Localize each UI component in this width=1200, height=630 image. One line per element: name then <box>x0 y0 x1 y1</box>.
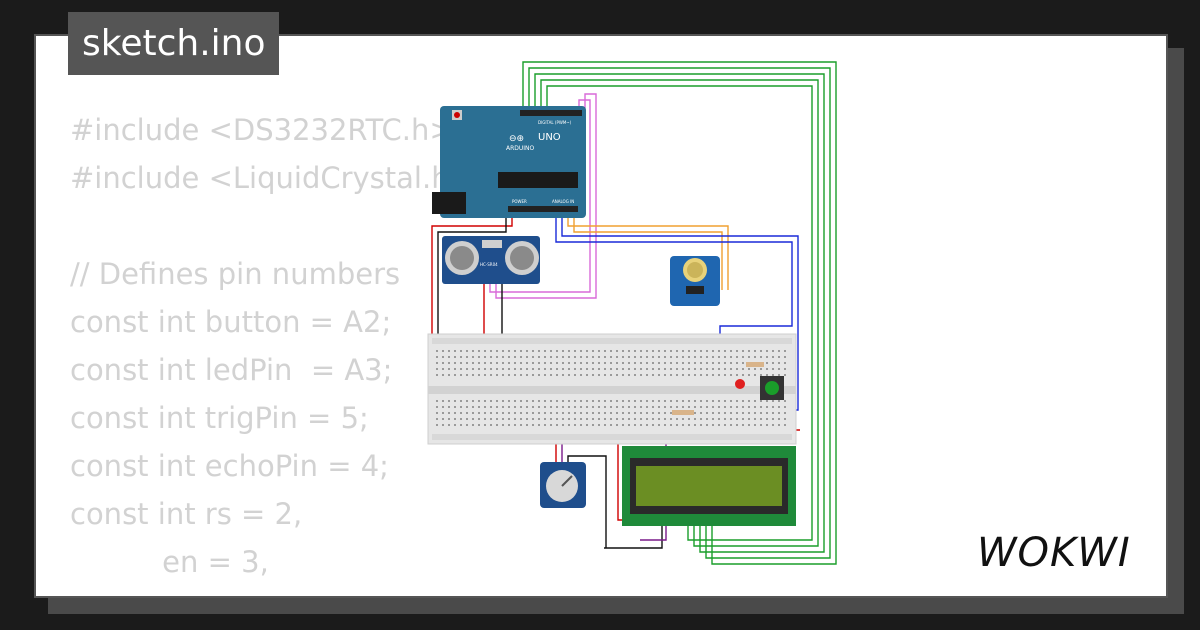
code-line: const int button = A2; <box>70 305 392 339</box>
code-line <box>70 202 474 250</box>
orange-wires <box>567 214 729 290</box>
breadboard <box>427 333 797 445</box>
svg-text:⊖⊕: ⊖⊕ <box>509 134 524 144</box>
preview-card: #include <DS3232RTC.h> #include <LiquidCr… <box>34 34 1168 598</box>
code-line: d4 = 6, <box>70 586 474 596</box>
potentiometer <box>540 462 586 508</box>
power-header-label: POWER <box>512 199 527 204</box>
code-line: en = 3, <box>70 545 269 579</box>
code-line: #include <DS3232RTC.h> <box>70 113 454 147</box>
digital-header-label: DIGITAL (PWM~) <box>538 120 572 125</box>
logo-text: WOKWI <box>977 530 1131 574</box>
lcd-display <box>622 446 796 526</box>
file-name-badge: sketch.ino <box>68 12 280 75</box>
ultrasonic-sensor: HC-SR04 <box>442 236 540 284</box>
green-wires <box>522 61 837 565</box>
rtc-module <box>670 256 720 306</box>
led-resistor-button <box>672 362 784 415</box>
code-preview: #include <DS3232RTC.h> #include <LiquidCr… <box>70 106 474 596</box>
arduino-model-label: UNO <box>538 132 561 143</box>
code-line: const int ledPin = A3; <box>70 353 393 387</box>
arduino-brand-label: ARDUINO <box>506 145 535 152</box>
sensor-label: HC-SR04 <box>480 262 498 267</box>
circuit-diagram: ⊖⊕ UNO ARDUINO DIGITAL (PWM~) POWER ANAL… <box>427 61 837 565</box>
breadboard-holes <box>436 350 786 426</box>
analog-header-label: ANALOG IN <box>552 199 574 204</box>
magenta-wires <box>489 93 597 299</box>
code-line: const int trigPin = 5; <box>70 401 369 435</box>
wokwi-logo: WOKWI <box>977 530 1131 574</box>
code-line: const int rs = 2, <box>70 497 303 531</box>
code-line: // Defines pin numbers <box>70 257 401 291</box>
code-line: const int echoPin = 4; <box>70 449 389 483</box>
code-line: #include <LiquidCrystal.h> <box>70 161 474 195</box>
arduino-uno: ⊖⊕ UNO ARDUINO DIGITAL (PWM~) POWER ANAL… <box>432 106 586 218</box>
